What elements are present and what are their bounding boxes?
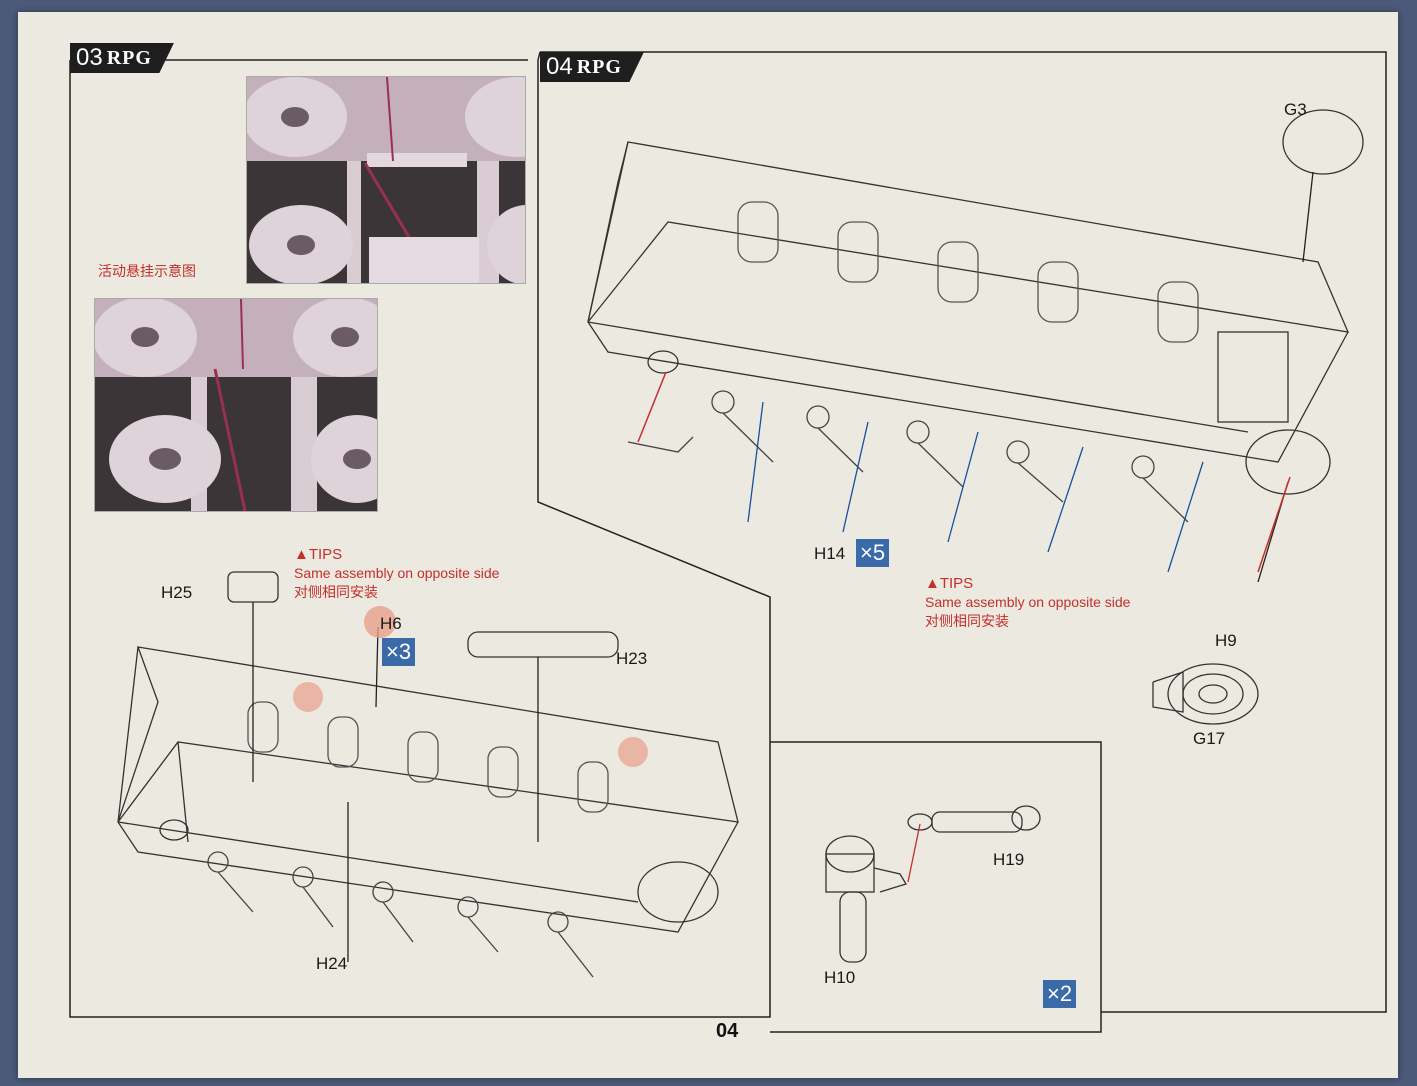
part-label-h25: H25 bbox=[161, 583, 193, 602]
tips-step03: ▲TIPS Same assembly on opposite side 对侧相… bbox=[294, 545, 499, 602]
part-label-h14: H14 bbox=[814, 544, 846, 563]
step-number: 04 bbox=[546, 53, 573, 80]
tips-text-en: Same assembly on opposite side bbox=[925, 594, 1131, 610]
suspension-render-bottom bbox=[94, 298, 378, 512]
tips-step04: ▲TIPS Same assembly on opposite side 对侧相… bbox=[925, 574, 1130, 631]
tips-heading: ▲TIPS bbox=[925, 575, 974, 592]
part-label-h23: H23 bbox=[616, 649, 648, 668]
part-label-h6: H6 bbox=[380, 614, 402, 633]
tips-text-cn: 对侧相同安装 bbox=[925, 613, 1009, 629]
part-label-g3: G3 bbox=[1284, 100, 1307, 119]
quantity-badge-subassembly: ×2 bbox=[1043, 980, 1077, 1008]
tips-heading: ▲TIPS bbox=[294, 546, 343, 563]
part-label-g17: G17 bbox=[1193, 729, 1226, 748]
suspension-render-top bbox=[246, 76, 526, 284]
hull-drawing-step04 bbox=[587, 109, 1364, 582]
subassembly-drawing bbox=[825, 805, 1041, 963]
tips-text-en: Same assembly on opposite side bbox=[294, 565, 500, 581]
sprocket-g17-drawing bbox=[1152, 663, 1259, 725]
part-label-h24: H24 bbox=[316, 954, 348, 973]
quantity-badge-h14: ×5 bbox=[856, 539, 890, 567]
tips-text-cn: 对侧相同安装 bbox=[294, 584, 378, 600]
hull-drawing-step03 bbox=[117, 571, 739, 978]
part-label-h19: H19 bbox=[993, 850, 1025, 869]
step-frames bbox=[69, 51, 1387, 1033]
step-badge-04: 04 RPG bbox=[540, 52, 644, 82]
quantity-badge-h6: ×3 bbox=[382, 638, 416, 666]
photo-caption-cn: 活动悬挂示意图 bbox=[98, 263, 196, 279]
instruction-page: 03 RPG 04 RPG 活动悬挂示意图 bbox=[18, 12, 1398, 1078]
part-label-h9: H9 bbox=[1215, 631, 1237, 650]
step-number: 03 bbox=[76, 44, 103, 71]
page-number: 04 bbox=[716, 1020, 739, 1042]
brand-logo: RPG bbox=[576, 55, 622, 78]
step-badge-03: 03 RPG bbox=[70, 43, 174, 73]
part-label-h10: H10 bbox=[824, 968, 856, 987]
brand-logo: RPG bbox=[106, 46, 152, 69]
